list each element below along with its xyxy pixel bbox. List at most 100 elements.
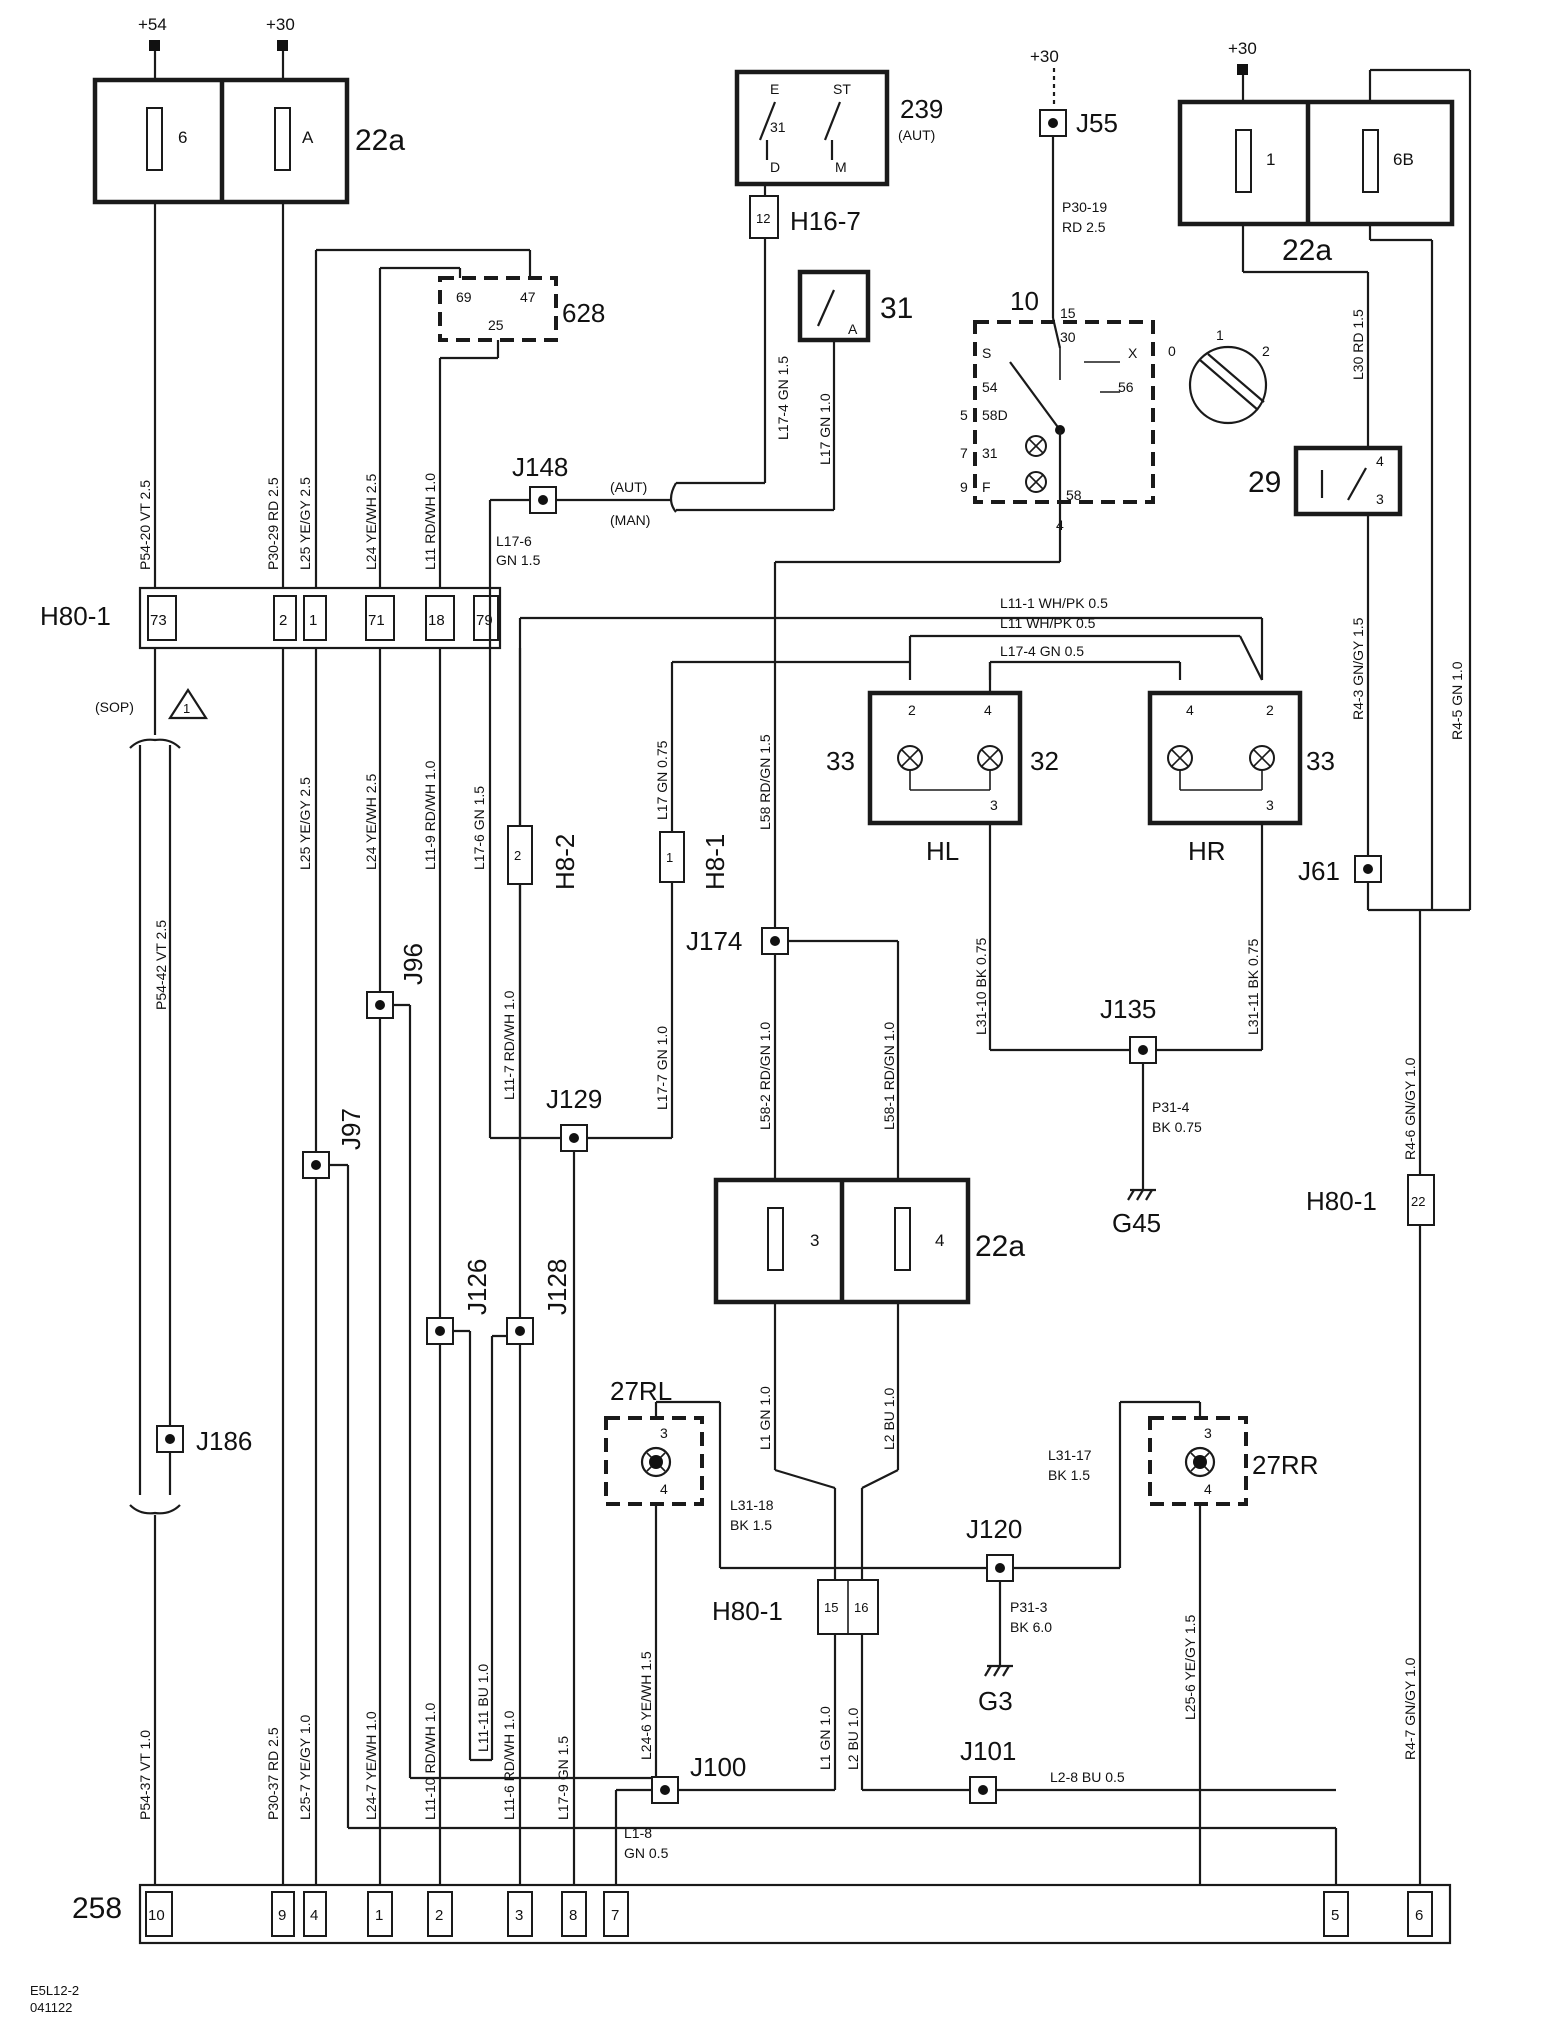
- svg-text:L11-11 BU 1.0: L11-11 BU 1.0: [475, 1664, 491, 1752]
- svg-text:71: 71: [368, 612, 385, 629]
- component-239-label: 239: [900, 94, 943, 124]
- component-31-switch: A 31: [797, 269, 913, 343]
- svg-text:1: 1: [1266, 150, 1275, 169]
- svg-text:L1 GN 1.0: L1 GN 1.0: [817, 1706, 833, 1770]
- svg-text:4: 4: [935, 1231, 944, 1250]
- svg-text:L58-2 RD/GN 1.0: L58-2 RD/GN 1.0: [757, 1022, 773, 1130]
- fusebox-22a-top-right: 1 6B 22a: [1177, 99, 1455, 267]
- supply-plus30-a: +30: [266, 15, 295, 34]
- svg-text:X: X: [1128, 345, 1138, 361]
- svg-text:L2 BU 1.0: L2 BU 1.0: [845, 1708, 861, 1770]
- svg-text:GN 0.5: GN 0.5: [624, 1845, 669, 1861]
- splice-j61: J61: [1298, 856, 1340, 886]
- svg-text:BK 1.5: BK 1.5: [1048, 1467, 1090, 1483]
- splice-j97: J97: [336, 1108, 366, 1150]
- lamp-27rl: 3 4 27RL: [604, 1376, 704, 1506]
- svg-text:56: 56: [1118, 379, 1134, 395]
- label-aut: (AUT): [610, 479, 647, 495]
- relay-29: 4 3 29: [1248, 445, 1403, 517]
- svg-text:L58 RD/GN 1.5: L58 RD/GN 1.5: [757, 734, 773, 830]
- svg-text:4: 4: [1186, 702, 1194, 718]
- splice-j120: J120: [966, 1514, 1022, 1544]
- footer-code: E5L12-2: [30, 1983, 79, 1998]
- svg-text:3: 3: [515, 1907, 523, 1924]
- svg-text:69: 69: [456, 289, 472, 305]
- lamp-hl-label: HL: [926, 836, 959, 866]
- svg-text:L11-7 RD/WH 1.0: L11-7 RD/WH 1.0: [501, 990, 517, 1100]
- lamp-27rr-label: 27RR: [1252, 1450, 1318, 1480]
- svg-text:S: S: [982, 345, 991, 361]
- svg-text:P31-4: P31-4: [1152, 1099, 1190, 1115]
- svg-text:79: 79: [476, 612, 493, 629]
- svg-text:BK 6.0: BK 6.0: [1010, 1619, 1052, 1635]
- svg-text:1: 1: [666, 850, 673, 865]
- svg-text:3: 3: [810, 1231, 819, 1250]
- svg-text:30: 30: [1060, 329, 1076, 345]
- footer-date: 041122: [30, 2000, 72, 2015]
- svg-text:1: 1: [183, 701, 190, 716]
- svg-text:25: 25: [488, 317, 504, 333]
- ignition-switch-10: 10 15 30 S X 54 56 5 58D 7 31 9 F 58: [960, 286, 1155, 520]
- svg-text:4: 4: [1204, 1481, 1212, 1497]
- svg-text:L17-7 GN 1.0: L17-7 GN 1.0: [654, 1026, 670, 1110]
- svg-text:P30-29 RD 2.5: P30-29 RD 2.5: [265, 477, 281, 570]
- component-31-label: 31: [880, 292, 913, 325]
- ground-g45-icon: [1127, 1188, 1156, 1201]
- fuse-a-label: A: [302, 128, 314, 147]
- svg-text:L24-6 YE/WH 1.5: L24-6 YE/WH 1.5: [638, 1651, 654, 1760]
- svg-text:4: 4: [310, 1907, 318, 1924]
- component-239-aut: (AUT): [898, 127, 935, 143]
- svg-text:L11-9 RD/WH 1.0: L11-9 RD/WH 1.0: [422, 760, 438, 870]
- connector-h8-1: H8-1: [700, 834, 730, 890]
- svg-text:3: 3: [1376, 491, 1384, 507]
- fusebox-22a-top-left: 6 A 22a: [92, 77, 405, 205]
- svg-text:7: 7: [611, 1907, 619, 1924]
- splice-j129: J129: [546, 1084, 602, 1114]
- splice-j100: J100: [690, 1752, 746, 1782]
- svg-text:L17-4 GN 1.5: L17-4 GN 1.5: [775, 356, 791, 440]
- svg-text:L31-10 BK 0.75: L31-10 BK 0.75: [973, 937, 989, 1035]
- svg-text:R4-3 GN/GY 1.5: R4-3 GN/GY 1.5: [1350, 617, 1366, 720]
- svg-text:P54-20 VT 2.5: P54-20 VT 2.5: [137, 480, 153, 570]
- svg-text:54: 54: [982, 379, 998, 395]
- lamp-hl: 2 4 3: [867, 690, 1023, 826]
- ground-g3-icon: [984, 1664, 1013, 1677]
- svg-text:5: 5: [1331, 1907, 1339, 1924]
- splice-j128: J128: [542, 1259, 572, 1315]
- svg-text:L31-17: L31-17: [1048, 1447, 1092, 1463]
- svg-text:L2 BU 1.0: L2 BU 1.0: [881, 1388, 897, 1450]
- svg-text:ST: ST: [833, 81, 851, 97]
- ground-g3: G3: [978, 1686, 1013, 1716]
- svg-text:L11-1 WH/PK 0.5: L11-1 WH/PK 0.5: [1000, 595, 1108, 611]
- svg-text:10: 10: [148, 1907, 165, 1924]
- lamp-33-left-label: 33: [826, 746, 855, 776]
- svg-text:L25-6 YE/GY 1.5: L25-6 YE/GY 1.5: [1182, 1614, 1198, 1720]
- note-triangle-icon: [167, 687, 209, 720]
- connector-258-label: 258: [72, 1892, 122, 1925]
- svg-text:6B: 6B: [1393, 150, 1414, 169]
- svg-text:L11-10 RD/WH 1.0: L11-10 RD/WH 1.0: [422, 1703, 438, 1820]
- ignition-key-icon: 0 1 2: [1168, 327, 1270, 425]
- svg-text:2: 2: [514, 848, 521, 863]
- connector-258-strip: 10 9 4 1 2 3 8 7 5 6: [138, 1883, 1452, 1945]
- svg-text:L24 YE/WH 2.5: L24 YE/WH 2.5: [363, 474, 379, 570]
- svg-text:4: 4: [660, 1481, 668, 1497]
- svg-text:L58-1 RD/GN 1.0: L58-1 RD/GN 1.0: [881, 1022, 897, 1130]
- svg-text:2: 2: [908, 702, 916, 718]
- splice-j135: J135: [1100, 994, 1156, 1024]
- svg-text:7: 7: [960, 445, 968, 461]
- svg-text:P31-3: P31-3: [1010, 1599, 1048, 1615]
- svg-text:L1 GN 1.0: L1 GN 1.0: [757, 1386, 773, 1450]
- component-628: 69 47 25 628: [438, 276, 605, 342]
- svg-text:E: E: [770, 81, 779, 97]
- relay-29-label: 29: [1248, 466, 1281, 499]
- supply-plus30-b: +30: [1030, 47, 1059, 66]
- svg-text:3: 3: [990, 797, 998, 813]
- svg-text:58: 58: [1066, 487, 1082, 503]
- svg-text:0: 0: [1168, 343, 1176, 359]
- svg-text:2: 2: [1262, 343, 1270, 359]
- connector-h80-1-top: H80-1: [40, 601, 111, 631]
- svg-text:P30-37 RD 2.5: P30-37 RD 2.5: [265, 1727, 281, 1820]
- svg-text:18: 18: [428, 612, 445, 629]
